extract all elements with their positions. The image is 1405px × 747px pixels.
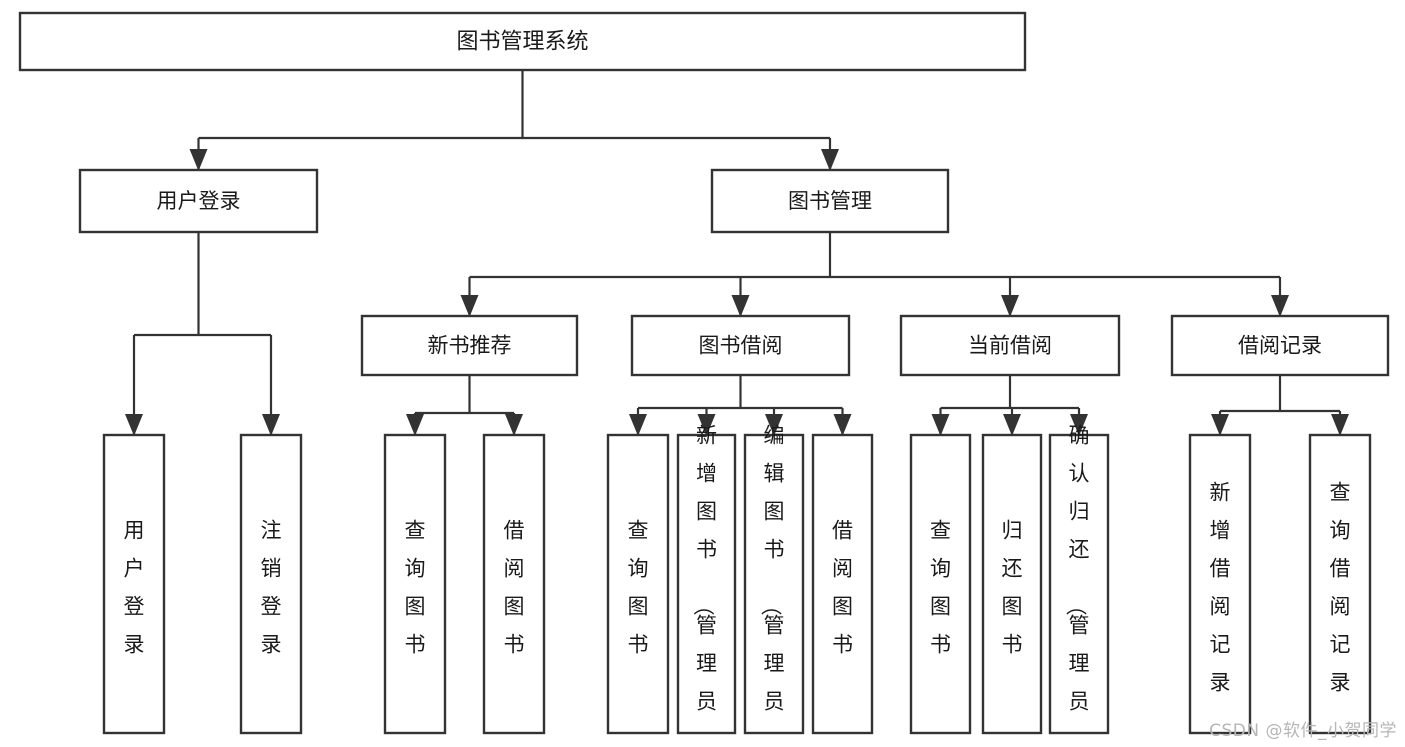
node-label: 新书推荐 (428, 334, 512, 358)
arrow-head (931, 414, 950, 436)
node-label: 查询图书 (405, 519, 426, 657)
node-box (606, 433, 670, 735)
node-label: 编辑图书（管理员） (759, 424, 785, 747)
node-label: 用户登录 (124, 519, 145, 657)
node-l2_book[interactable]: 图书管理 (710, 168, 950, 234)
arrow-head (629, 414, 647, 436)
arrow-head (1271, 295, 1289, 317)
node-label: 图书借阅 (699, 334, 783, 358)
node-l3_borrow[interactable]: 图书借阅 (630, 314, 851, 377)
node-leaf_nb_borrow[interactable]: 借阅图书 (482, 433, 546, 735)
arrow-head (505, 414, 523, 436)
node-box (18, 11, 1027, 72)
node-leaf_cb_confirm[interactable]: 确认归还（管理员） (1048, 424, 1110, 747)
arrow-head (1001, 295, 1019, 317)
node-box (981, 433, 1043, 735)
arrow-head (1211, 414, 1229, 436)
arrow-head (262, 414, 280, 436)
node-box (78, 168, 319, 234)
node-label: 注销登录 (261, 519, 282, 657)
arrow-head (697, 414, 716, 436)
arrow-head (460, 295, 479, 317)
node-box (1170, 314, 1390, 377)
node-box (1048, 433, 1110, 735)
node-box (899, 314, 1121, 377)
node-root[interactable]: 图书管理系统 (18, 11, 1027, 72)
node-leaf_user_logout[interactable]: 注销登录 (239, 433, 303, 735)
node-label: 当前借阅 (968, 334, 1052, 358)
node-label: 用户登录 (157, 189, 241, 213)
node-label: 新增借阅记录 (1210, 481, 1231, 695)
node-label: 图书管理系统 (456, 30, 588, 55)
node-box (811, 433, 874, 735)
node-leaf_cb_query[interactable]: 查询图书 (909, 433, 972, 735)
node-label: 借阅图书 (832, 519, 853, 657)
node-leaf_user_login[interactable]: 用户登录 (102, 433, 166, 735)
node-box (1308, 433, 1372, 735)
node-leaf_nb_query[interactable]: 查询图书 (383, 433, 447, 735)
node-box (102, 433, 166, 735)
node-label: 借阅记录 (1238, 334, 1322, 358)
node-box (743, 433, 805, 735)
node-label: 归还图书 (1002, 519, 1023, 657)
arrow-head (833, 414, 852, 436)
arrow-head (765, 414, 783, 436)
node-leaf_bb_add[interactable]: 新增图书（管理员） (676, 424, 737, 747)
node-layer: 图书管理系统用户登录图书管理新书推荐图书借阅当前借阅借阅记录用户登录注销登录查询… (18, 11, 1390, 747)
csdn-watermark: CSDN @软件_小贺同学 (1209, 721, 1397, 741)
node-label: 查询图书 (930, 519, 951, 657)
node-box (1188, 433, 1252, 735)
node-label: 查询图书 (628, 519, 649, 657)
node-box (909, 433, 972, 735)
node-leaf_rec_add[interactable]: 新增借阅记录 (1188, 433, 1252, 735)
node-box (239, 433, 303, 735)
arrow-head (189, 149, 208, 171)
node-label: 确认归还（管理员） (1064, 424, 1090, 747)
node-leaf_bb_lend[interactable]: 借阅图书 (811, 433, 874, 735)
node-label: 新增图书（管理员） (691, 424, 717, 747)
node-label: 图书管理 (788, 189, 872, 213)
arrow-head (1003, 414, 1021, 436)
node-box (676, 433, 737, 735)
node-box (710, 168, 950, 234)
arrow-head (406, 414, 424, 436)
arrow-head (1070, 414, 1088, 436)
arrow-head (1331, 414, 1349, 436)
node-leaf_cb_return[interactable]: 归还图书 (981, 433, 1043, 735)
node-l2_user[interactable]: 用户登录 (78, 168, 319, 234)
node-box (383, 433, 447, 735)
node-box (360, 314, 579, 377)
node-box (630, 314, 851, 377)
arrow-head (125, 414, 143, 436)
node-label: 查询借阅记录 (1330, 481, 1351, 695)
node-box (482, 433, 546, 735)
node-leaf_rec_query[interactable]: 查询借阅记录 (1308, 433, 1372, 735)
arrow-head (821, 149, 839, 171)
node-l3_record[interactable]: 借阅记录 (1170, 314, 1390, 377)
arrow-head (731, 295, 750, 317)
node-leaf_bb_edit[interactable]: 编辑图书（管理员） (743, 424, 805, 747)
node-leaf_bb_query[interactable]: 查询图书 (606, 433, 670, 735)
node-l3_newbook[interactable]: 新书推荐 (360, 314, 579, 377)
node-l3_current[interactable]: 当前借阅 (899, 314, 1121, 377)
node-label: 借阅图书 (504, 519, 525, 657)
connector-layer (125, 70, 1349, 436)
